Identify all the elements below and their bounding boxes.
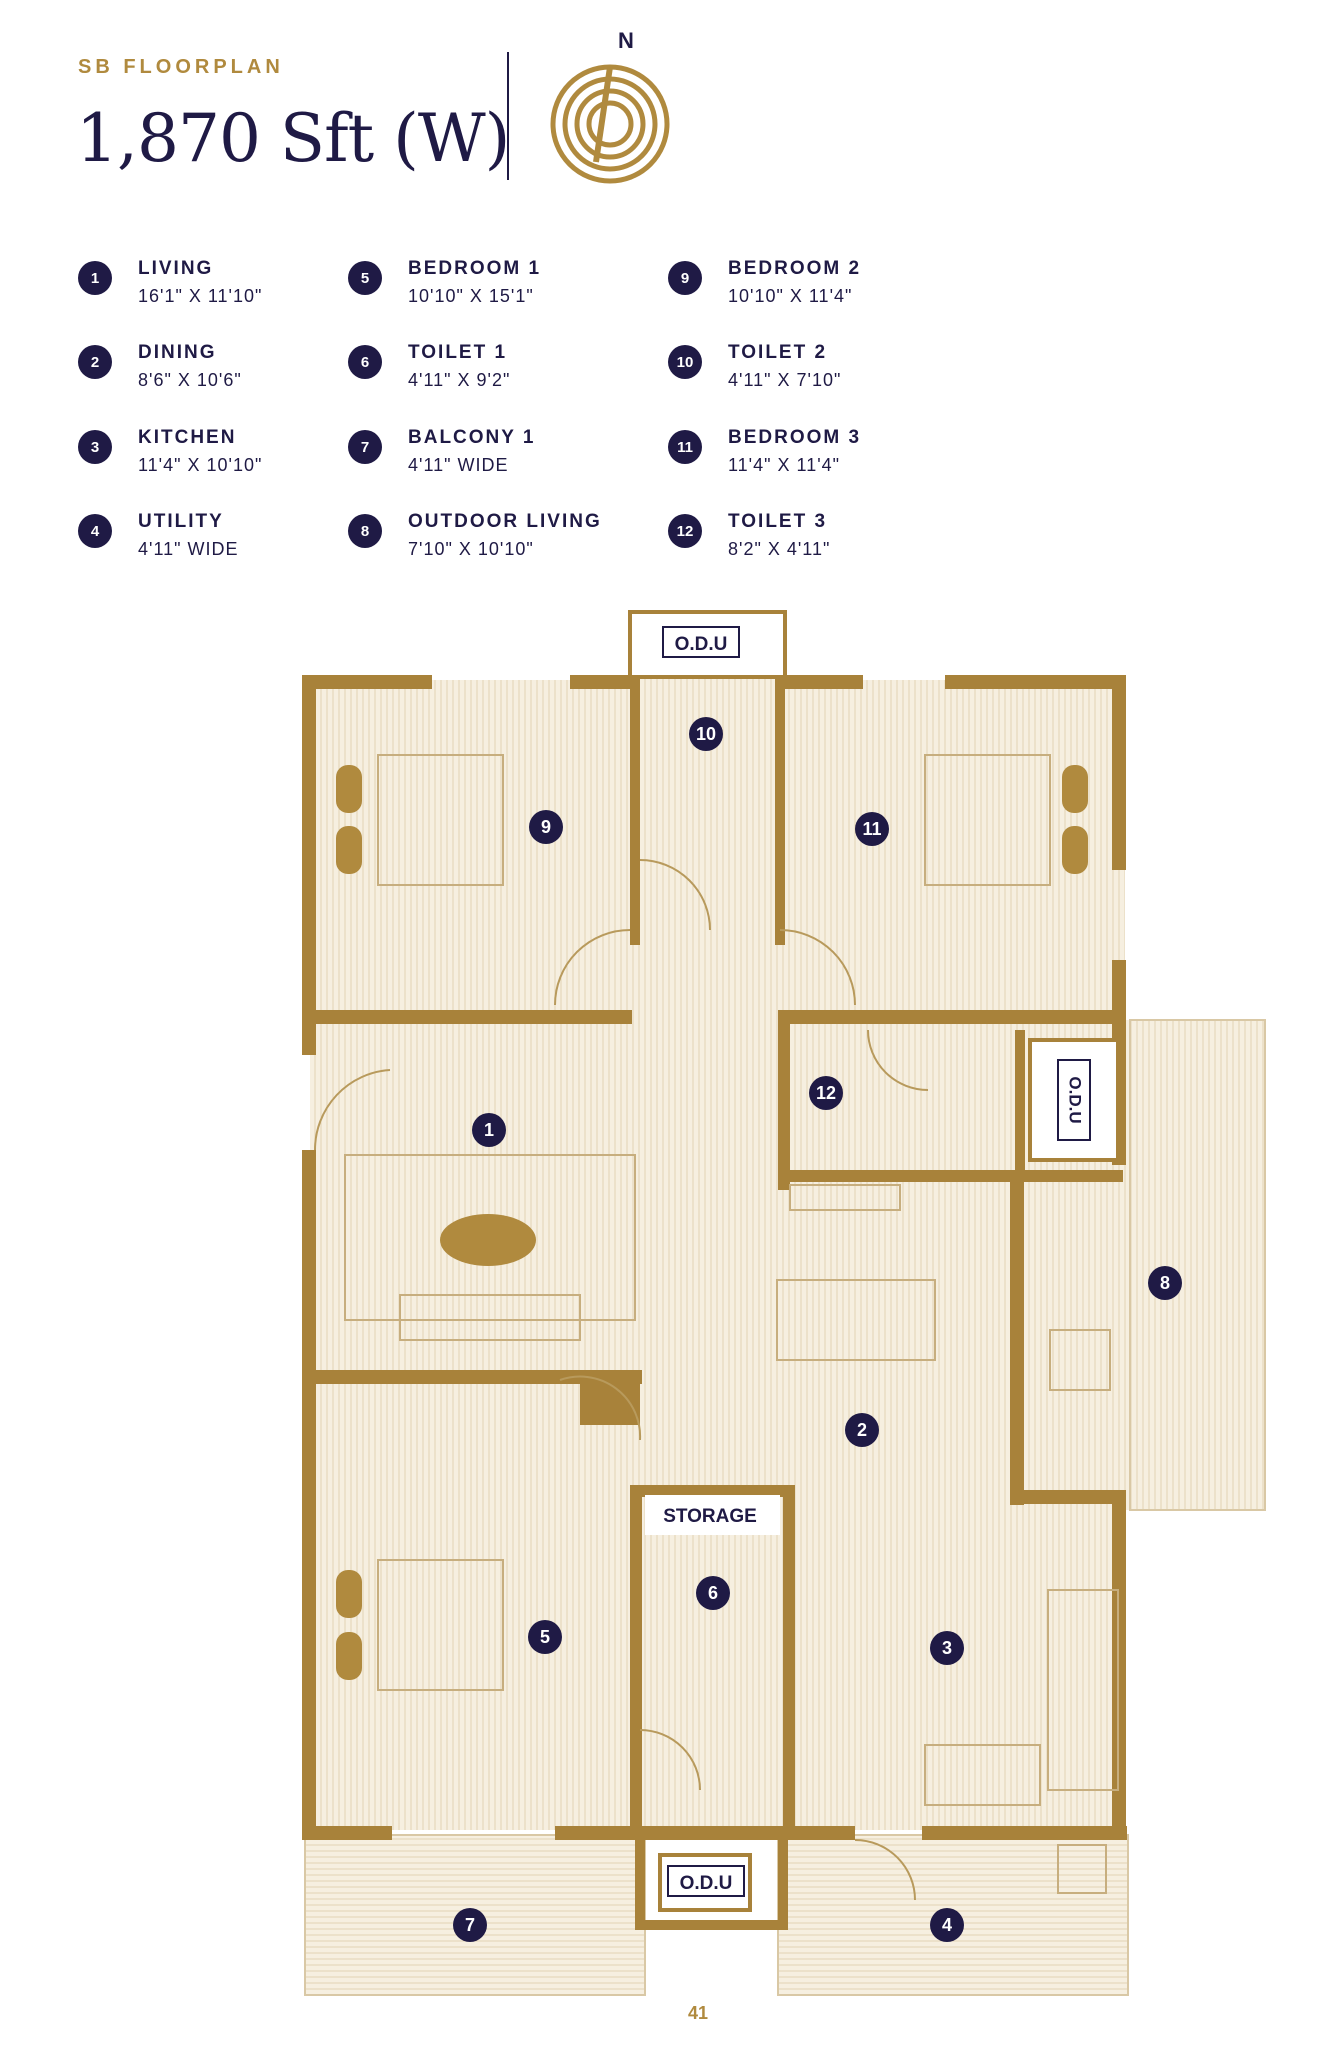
room-marker-badge (528, 1620, 562, 1654)
room-marker-number: 6 (708, 1583, 718, 1603)
pillows (336, 765, 1088, 1680)
storage-label: STORAGE (663, 1506, 757, 1527)
legend-room-dimensions: 8'6" X 10'6" (138, 370, 242, 390)
room-marker-badge (809, 1076, 843, 1110)
legend-badge: 4 (78, 514, 112, 548)
odu-label-top: O.D.U (675, 634, 728, 655)
legend-room-name: TOILET 3 (728, 511, 828, 532)
plan-area-title: 1,870 Sft (W) (76, 100, 510, 177)
room-marker-number: 1 (484, 1120, 494, 1140)
room-marker-number: 3 (942, 1638, 952, 1658)
room-marker-badge (472, 1113, 506, 1147)
room-marker-badge (1148, 1266, 1182, 1300)
legend-room-name: TOILET 2 (728, 342, 828, 363)
compass-icon (550, 64, 670, 184)
odu-label-bottom: O.D.U (680, 1873, 733, 1894)
legend-room-name: BEDROOM 3 (728, 427, 862, 448)
room-marker-number: 8 (1160, 1273, 1170, 1293)
plan-eyebrow: SB FLOORPLAN (78, 56, 284, 78)
legend-room-dimensions: 7'10" X 10'10" (408, 539, 534, 559)
room-marker-number: 2 (857, 1420, 867, 1440)
legend-room-dimensions: 16'1" X 11'10" (138, 286, 263, 306)
room-marker-badge (689, 717, 723, 751)
legend-room-name: KITCHEN (138, 427, 237, 448)
room-marker-badge (930, 1908, 964, 1942)
north-label: N (618, 28, 634, 53)
room-marker-number: 10 (696, 724, 716, 744)
furniture (344, 754, 1119, 1894)
room-marker-badge (696, 1576, 730, 1610)
legend-room-dimensions: 8'2" X 4'11" (728, 539, 831, 559)
page-number: 41 (688, 2003, 709, 2023)
room-marker-number: 9 (541, 817, 551, 837)
room-marker-badge (529, 810, 563, 844)
legend-room-dimensions: 10'10" X 15'1" (408, 286, 534, 306)
legend-room-name: UTILITY (138, 511, 224, 532)
legend-badge: 1 (78, 261, 112, 295)
legend-room-name: OUTDOOR LIVING (408, 511, 602, 532)
legend-room-dimensions: 10'10" X 11'4" (728, 286, 853, 306)
legend-room-dimensions: 11'4" X 11'4" (728, 455, 841, 475)
legend-badge: 11 (668, 430, 702, 464)
room-marker-number: 12 (816, 1083, 836, 1103)
odu-units (628, 610, 1120, 1912)
legend-room-name: DINING (138, 342, 217, 363)
room-marker-number: 4 (942, 1915, 952, 1935)
legend-badge: 5 (348, 261, 382, 295)
legend-room-dimensions: 11'4" X 10'10" (138, 455, 263, 475)
legend-room-name: LIVING (138, 258, 214, 279)
room-marker-number: 7 (465, 1915, 475, 1935)
header-divider (507, 52, 509, 180)
legend-badge: 10 (668, 345, 702, 379)
room-marker-number: 5 (540, 1627, 550, 1647)
legend-room-dimensions: 4'11" X 9'2" (408, 370, 511, 390)
legend-badge: 6 (348, 345, 382, 379)
room-marker-badge (845, 1413, 879, 1447)
legend-room-dimensions: 4'11" X 7'10" (728, 370, 842, 390)
legend-badge: 9 (668, 261, 702, 295)
legend-badge: 8 (348, 514, 382, 548)
legend-room-dimensions: 4'11" WIDE (138, 539, 239, 559)
legend-badge: 2 (78, 345, 112, 379)
room-marker-badge (930, 1631, 964, 1665)
odu-label-side: O.D.U (1066, 1076, 1085, 1123)
legend-badge: 12 (668, 514, 702, 548)
legend-room-name: BALCONY 1 (408, 427, 536, 448)
legend-badge: 7 (348, 430, 382, 464)
legend-room-name: BEDROOM 1 (408, 258, 542, 279)
legend-room-dimensions: 4'11" WIDE (408, 455, 509, 475)
room-marker-number: 11 (862, 819, 881, 839)
door-swings (313, 859, 929, 1901)
room-marker-badge (453, 1908, 487, 1942)
legend-room-name: TOILET 1 (408, 342, 508, 363)
legend-badge: 3 (78, 430, 112, 464)
legend-room-name: BEDROOM 2 (728, 258, 862, 279)
room-marker-badge (855, 812, 889, 846)
